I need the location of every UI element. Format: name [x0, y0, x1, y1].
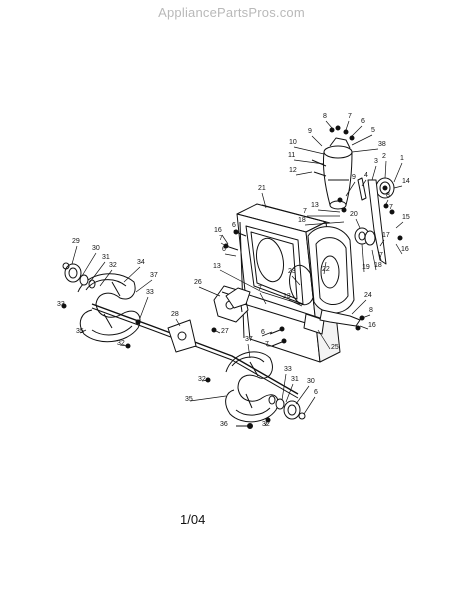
callout-17: 17: [382, 232, 390, 239]
callout-8: 8: [323, 113, 327, 120]
callout-6: 6: [232, 222, 236, 229]
callout-10: 10: [289, 139, 297, 146]
callout-16: 16: [368, 322, 376, 329]
callout-33: 33: [146, 289, 154, 296]
shaft-tube: [239, 291, 325, 335]
callout-7: 7: [219, 235, 223, 242]
callout-7: 7: [348, 113, 352, 120]
callout-13: 13: [213, 263, 221, 270]
callout-35: 35: [185, 396, 193, 403]
callout-30: 30: [92, 245, 100, 252]
callout-16: 16: [401, 246, 409, 253]
callout-6: 6: [314, 389, 318, 396]
shave-plate-bracket: [225, 287, 251, 309]
callout-7: 7: [389, 204, 393, 211]
callout-7: 7: [265, 341, 269, 348]
watermark: AppliancePartsPros.com: [158, 5, 305, 20]
callout-38: 38: [378, 141, 386, 148]
callout-32: 32: [117, 340, 125, 347]
callout-20: 20: [350, 211, 358, 218]
callout-18: 18: [298, 217, 306, 224]
callout-32: 32: [262, 421, 270, 428]
callout-8: 8: [369, 307, 373, 314]
date-code: 1/04: [180, 512, 206, 527]
callout-7: 7: [379, 252, 383, 259]
shaft-housing-plate: [167, 319, 197, 353]
callout-15: 15: [402, 214, 410, 221]
callout-34: 34: [137, 259, 145, 266]
callout-11: 11: [288, 152, 295, 159]
callout-37: 37: [245, 336, 253, 343]
callout-12: 12: [289, 167, 297, 174]
callout-28: 28: [171, 311, 179, 318]
mounting-bracket: [357, 177, 387, 265]
discharge-chute: [311, 137, 353, 210]
callout-29: 29: [72, 238, 80, 245]
callout-16: 16: [214, 227, 222, 234]
housing-side-panel: [307, 226, 355, 314]
callout-32: 32: [109, 262, 117, 269]
callout-3: 3: [374, 158, 378, 165]
callout-9: 9: [352, 174, 356, 181]
callout-18: 18: [374, 262, 382, 269]
rear-bracket: [319, 309, 361, 327]
callout-19: 19: [362, 264, 370, 271]
callout-31: 31: [102, 254, 110, 261]
callout-30: 30: [307, 378, 315, 385]
left-auger-spiral: [77, 273, 141, 343]
callout-13: 13: [283, 293, 291, 300]
callout-14: 14: [402, 178, 410, 185]
callout-leader-lines: [62, 120, 404, 427]
callout-7: 7: [258, 285, 262, 292]
callout-37: 37: [150, 272, 158, 279]
callout-31: 31: [291, 376, 299, 383]
callout-33: 33: [57, 301, 65, 308]
left-bearing-stack: [62, 262, 96, 289]
callout-9: 9: [308, 128, 312, 135]
callout-7: 7: [303, 208, 307, 215]
callout-25: 25: [331, 344, 339, 351]
drive-pulley: [375, 177, 395, 199]
callout-35: 35: [76, 328, 84, 335]
callout-8: 8: [386, 192, 390, 199]
right-auger-spiral: [225, 351, 279, 423]
callout-4: 4: [364, 172, 368, 179]
callout-24: 24: [364, 292, 372, 299]
callout-21: 21: [258, 185, 266, 192]
callout-5: 5: [371, 127, 375, 134]
bearing-assembly: [354, 227, 376, 246]
callout-22: 22: [322, 266, 330, 273]
callout-6: 6: [261, 329, 265, 336]
callout-27: 27: [221, 328, 229, 335]
callout-26: 26: [194, 279, 202, 286]
callout-6: 6: [361, 118, 365, 125]
callout-32: 32: [198, 376, 206, 383]
callout-33: 33: [284, 366, 292, 373]
callout-23: 23: [288, 268, 296, 275]
callout-36: 36: [220, 421, 228, 428]
callout-2: 2: [382, 153, 386, 160]
callout-6: 6: [222, 246, 226, 253]
callout-1: 1: [400, 155, 404, 162]
right-bearing-stack: [268, 395, 306, 420]
callout-13: 13: [311, 202, 319, 209]
